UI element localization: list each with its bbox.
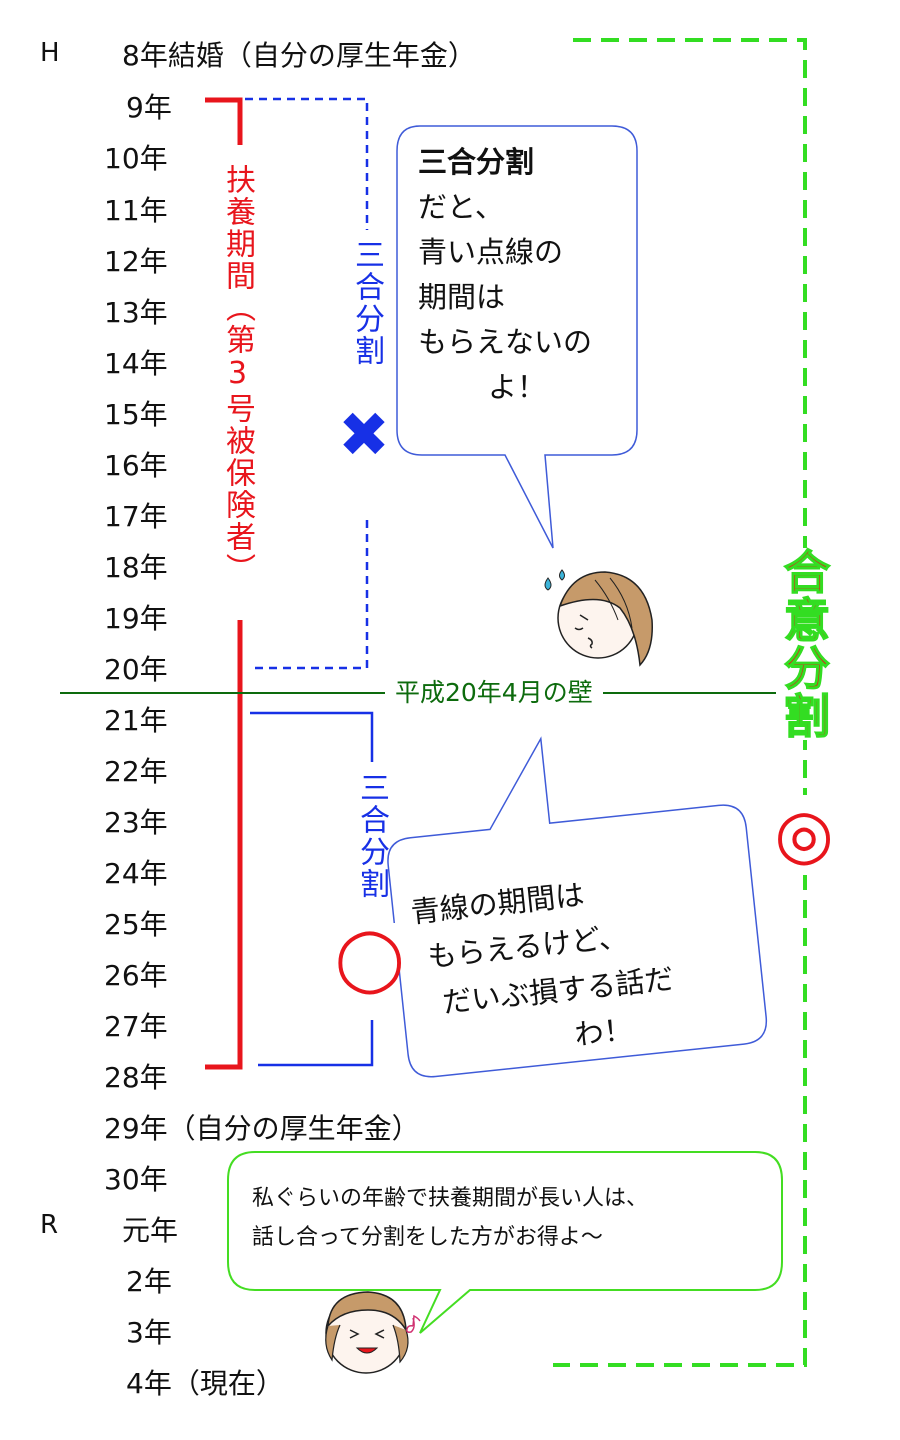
year-label: 元年 <box>122 1214 179 1247</box>
year-label: 26年 <box>104 959 168 992</box>
year-label: 2年 <box>126 1265 172 1298</box>
year-label: 22年 <box>104 755 168 788</box>
year-label: 15年 <box>104 398 168 431</box>
not-received-cross-icon: ✖ <box>333 400 395 470</box>
year-label: 11年 <box>104 194 168 227</box>
sango-upper-label: 三合分割 <box>349 235 384 371</box>
current-year-label: 4年（現在） <box>126 1367 284 1400</box>
marriage-year-label: 8年結婚（自分の厚生年金） <box>122 39 476 72</box>
dependent-period-label: 扶養期間（第3号被保険者） <box>220 160 255 589</box>
bubble-top: 三合分割 だと、 青い点線の 期間は もらえないの よ！ <box>418 140 634 410</box>
year-label: 25年 <box>104 908 168 941</box>
received-circle-icon: ◯ <box>335 921 405 994</box>
sango-upper-dashed-top <box>245 97 369 230</box>
sango-upper-dashed-bottom <box>253 520 369 670</box>
sango-lower-bottom <box>258 1020 374 1067</box>
year-label: 10年 <box>104 142 168 175</box>
best-double-circle-icon: ◎ <box>772 795 836 875</box>
year-label: 21年 <box>104 704 168 737</box>
sango-lower-top <box>250 711 374 762</box>
year-label: 9年 <box>126 91 172 124</box>
era-reiwa: R <box>40 1210 59 1240</box>
year-label: 14年 <box>104 347 168 380</box>
bubble-top-line: よ！ <box>488 369 547 404</box>
goui-label: 合意分割 <box>776 547 832 741</box>
dependent-bracket-top <box>205 97 243 145</box>
year-label: 13年 <box>104 296 168 329</box>
year-label: 19年 <box>104 602 168 635</box>
year-label: 3年 <box>126 1316 172 1349</box>
year-label: 24年 <box>104 857 168 890</box>
goui-dashed-bracket <box>553 38 807 1367</box>
bubble-bottom-shape <box>227 1151 783 1334</box>
bubble-top-line: 期間は <box>418 279 506 314</box>
year-label: 23年 <box>104 806 168 839</box>
bubble-middle-shape <box>387 736 768 1078</box>
bubble-top-title: 三合分割 <box>418 145 535 179</box>
bubble-top-shape <box>396 125 638 549</box>
bubble-top-line: 青い点線の <box>418 234 564 269</box>
dependent-bracket-bottom <box>205 620 243 1070</box>
year-label: 18年 <box>104 551 168 584</box>
wall-label: 平成20年4月の壁 <box>385 678 603 708</box>
bubble-bottom-line: 私ぐらいの年齢で扶養期間が長い人は、 <box>252 1186 649 1211</box>
era-heisei: H <box>40 38 60 68</box>
year-label: 12年 <box>104 245 168 278</box>
return-to-work-year-label: 29年（自分の厚生年金） <box>104 1112 420 1145</box>
year-label: 20年 <box>104 653 168 686</box>
bubble-middle: 青線の期間は もらえるけど、 だいぶ損する話だ わ！ <box>409 855 757 1074</box>
year-label: 17年 <box>104 500 168 533</box>
year-label: 27年 <box>104 1010 168 1043</box>
happy-face-icon <box>325 1291 421 1374</box>
worried-face-icon <box>544 569 653 667</box>
sango-lower-label: 三合分割 <box>354 768 389 904</box>
bubble-top-line: だと、 <box>418 189 504 224</box>
bubble-bottom-line: 話し合って分割をした方がお得よ～ <box>252 1224 603 1250</box>
bubble-top-line: もらえないの <box>418 324 593 359</box>
year-label: 16年 <box>104 449 168 482</box>
year-label: 30年 <box>104 1163 168 1196</box>
year-label: 28年 <box>104 1061 168 1094</box>
bubble-bottom: 私ぐらいの年齢で扶養期間が長い人は、 話し合って分割をした方がお得よ～ <box>252 1180 772 1257</box>
